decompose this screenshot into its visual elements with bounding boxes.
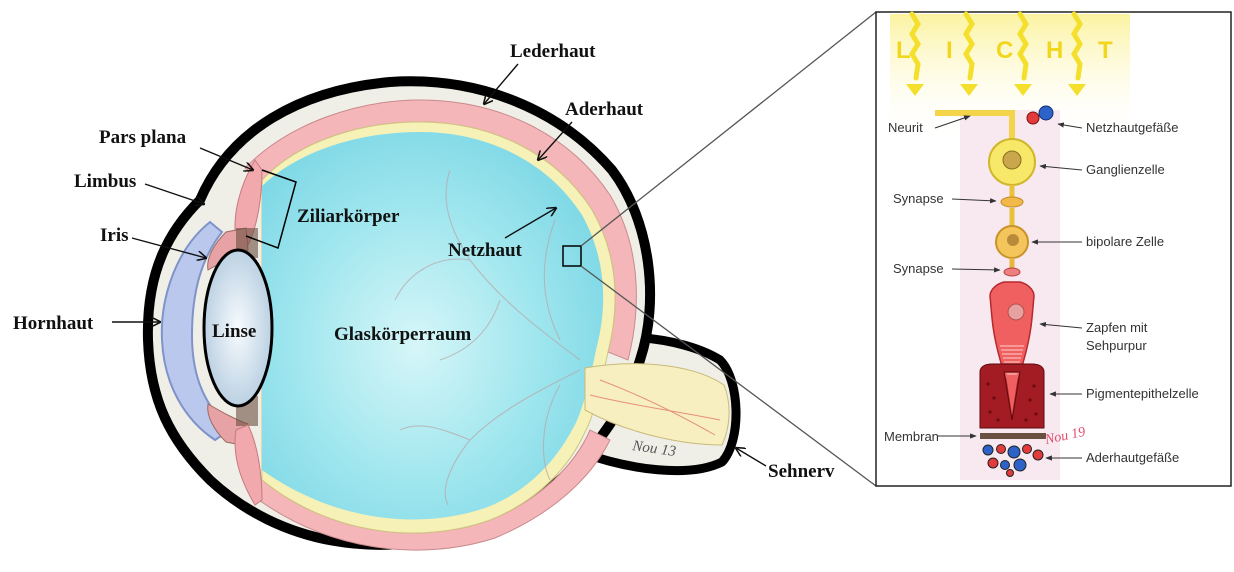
label-iris: Iris xyxy=(100,225,129,246)
arrow-sehnerv xyxy=(736,448,766,466)
synapse-1-shape xyxy=(1001,197,1023,207)
label-glaskoerperraum: Glaskörperraum xyxy=(334,324,471,345)
light-letter-h: H xyxy=(1046,37,1063,64)
label-synapse-2: Synapse xyxy=(893,261,944,276)
synapse-2-shape xyxy=(1004,268,1020,276)
retina-detail-panel: L I C H T xyxy=(876,12,1231,486)
label-ziliarkoerper: Ziliarkörper xyxy=(297,206,400,227)
label-ganglienzelle: Ganglienzelle xyxy=(1086,162,1165,177)
zoom-line-top xyxy=(581,12,876,246)
label-zapfen-line1: Zapfen mit xyxy=(1086,320,1148,335)
label-pigmentepithelzelle: Pigmentepithelzelle xyxy=(1086,386,1199,401)
light-letter-c: C xyxy=(996,37,1013,64)
label-zapfen-line2: Sehpurpur xyxy=(1086,338,1147,353)
eye-cross-section: Nou 13 xyxy=(148,12,876,550)
bipolar-nucleus xyxy=(1007,234,1019,246)
label-membran: Membran xyxy=(884,429,939,444)
arrow-limbus xyxy=(145,184,204,204)
label-bipolare-zelle: bipolare Zelle xyxy=(1086,234,1164,249)
label-lederhaut: Lederhaut xyxy=(510,41,596,62)
light-letter-t: T xyxy=(1098,37,1113,64)
light-letter-i: I xyxy=(946,37,953,64)
label-netzhautgefaesse: Netzhautgefäße xyxy=(1086,120,1179,135)
label-limbus: Limbus xyxy=(74,171,136,192)
cone-nucleus xyxy=(1008,304,1024,320)
bruch-membrane xyxy=(980,433,1046,439)
label-hornhaut: Hornhaut xyxy=(13,313,94,334)
ganglion-nucleus xyxy=(1003,151,1021,169)
label-aderhaut: Aderhaut xyxy=(565,99,644,120)
label-neurit: Neurit xyxy=(888,120,923,135)
label-aderhautgefaesse: Aderhautgefäße xyxy=(1086,450,1179,465)
label-pars-plana: Pars plana xyxy=(99,127,187,148)
label-synapse-1: Synapse xyxy=(893,191,944,206)
label-sehnerv: Sehnerv xyxy=(768,461,835,482)
label-linse: Linse xyxy=(212,321,256,342)
light-letter-l: L xyxy=(896,37,911,64)
label-netzhaut: Netzhaut xyxy=(448,240,523,261)
